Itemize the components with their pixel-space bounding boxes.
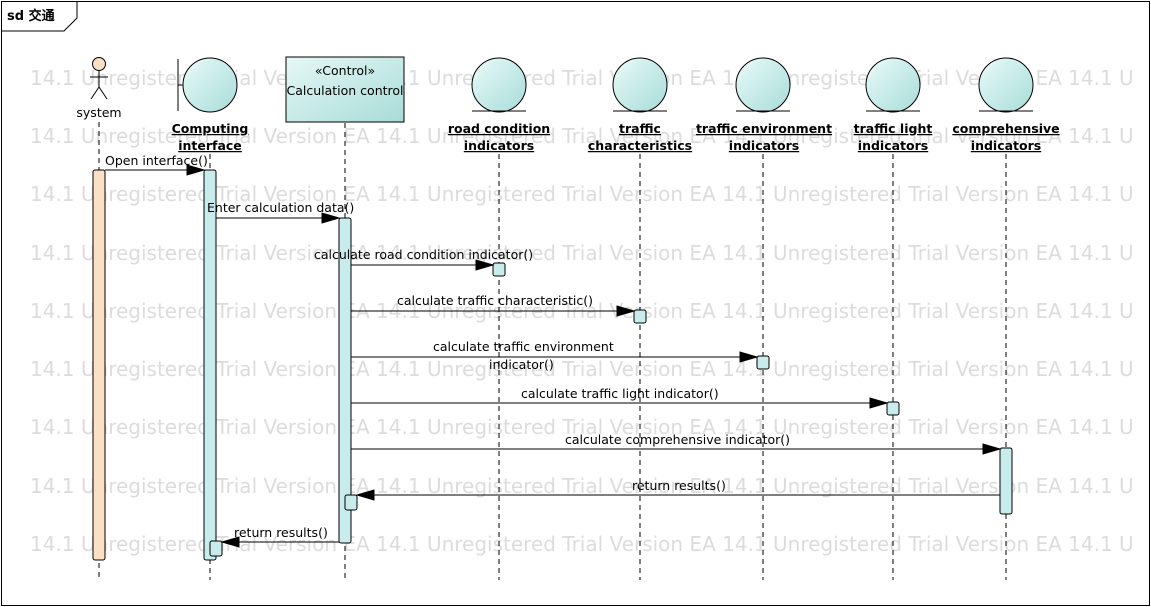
actor-head <box>92 57 106 71</box>
actor-system <box>90 57 108 100</box>
entity-traffic-characteristics <box>612 57 668 113</box>
msg-comp: calculate comprehensive indicator() <box>565 432 790 447</box>
arrowhead <box>355 489 375 501</box>
entity-road-label-2: indicators <box>464 138 534 153</box>
participant-calculation-control <box>285 56 405 123</box>
arrowhead <box>616 305 636 317</box>
entity-traffic-environment <box>735 57 791 113</box>
activation-system <box>92 169 106 561</box>
arrowhead <box>982 443 1002 455</box>
frame-tab <box>1 1 78 32</box>
msg-open-interface: Open interface() <box>105 153 208 168</box>
msg-light: calculate traffic light indicator() <box>521 386 719 401</box>
msg-enter-data: Enter calculation data() <box>207 200 354 215</box>
watermark-row: 14.1 Unregistered Trial Version EA 14.1 … <box>30 182 1134 206</box>
participant-computing-interface <box>177 57 238 113</box>
watermark-row: 14.1 Unregistered Trial Version EA 14.1 … <box>30 241 1134 265</box>
entity-shapes <box>471 57 1034 113</box>
actor-system-label: system <box>76 105 121 120</box>
msg-return-computing: return results() <box>234 525 328 540</box>
control-name: Calculation control <box>286 83 403 98</box>
arrowhead <box>220 536 240 548</box>
entity-light-label-2: indicators <box>858 138 928 153</box>
watermark-row: 14.1 Unregistered Trial Version EA 14.1 … <box>30 124 1134 148</box>
control-stereotype: «Control» <box>315 63 375 78</box>
msg-env-2: indicator() <box>489 357 554 372</box>
activation-comp <box>999 447 1013 515</box>
arrowhead <box>321 212 341 224</box>
watermark-row: 14.1 Unregistered Trial Version EA 14.1 … <box>30 532 1134 556</box>
entity-env-label-2: indicators <box>729 138 799 153</box>
boundary-circle <box>182 57 238 113</box>
msg-traffic: calculate traffic characteristic() <box>397 293 593 308</box>
entity-traffic-light <box>865 57 921 113</box>
activation-env <box>756 355 770 370</box>
entity-comprehensive <box>978 57 1034 113</box>
entity-light-label-1: traffic light <box>854 121 933 136</box>
arrowhead <box>869 397 889 409</box>
participant-computing-label-2: interface <box>178 138 242 153</box>
activation-road <box>492 262 506 277</box>
activation-control <box>338 217 352 544</box>
arrowhead <box>739 351 759 363</box>
msg-return-control: return results() <box>632 478 726 493</box>
activation-light <box>886 401 900 416</box>
msg-env-1: calculate traffic environment <box>433 339 614 354</box>
frame-title: sd 交通 <box>7 8 55 24</box>
entity-traffic-label-2: characteristics <box>588 138 692 153</box>
participant-computing-label-1: Computing <box>172 121 249 136</box>
activation-traffic <box>633 309 647 324</box>
entity-env-label-1: traffic environment <box>696 121 832 136</box>
entity-traffic-label-1: traffic <box>619 121 661 136</box>
activation-computing-return <box>209 540 223 557</box>
arrowhead <box>186 164 206 176</box>
watermark-row: 14.1 Unregistered Trial Version EA 14.1 … <box>30 474 1134 498</box>
arrowhead <box>475 259 495 271</box>
activation-control-return <box>344 494 358 511</box>
activation-computing <box>203 169 217 561</box>
entity-comp-label-1: comprehensive <box>952 121 1059 136</box>
entity-comp-label-2: indicators <box>971 138 1041 153</box>
msg-road: calculate road condition indicator() <box>314 247 533 262</box>
entity-road-label-1: road condition <box>448 121 550 136</box>
entity-road-condition <box>471 57 527 113</box>
watermark-row: 14.1 Unregistered Trial Version EA 14.1 … <box>30 357 1134 381</box>
